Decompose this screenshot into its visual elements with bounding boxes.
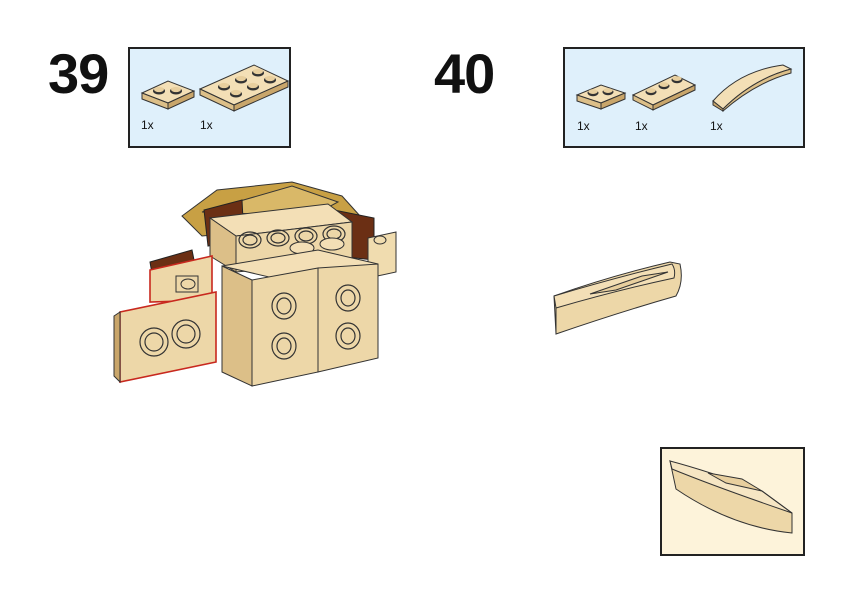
- tan-plate-1x2-icon: [140, 77, 196, 111]
- part-quantity: 1x: [577, 119, 590, 133]
- tan-plate-1x2-icon: [575, 81, 627, 113]
- step-number-39: 39: [48, 42, 109, 105]
- curved-slope-detail-icon: [669, 460, 793, 534]
- step-number-40: 40: [434, 42, 495, 105]
- tan-plate-2x3-icon: [198, 61, 290, 113]
- step-39-assembly-model: [112, 176, 402, 388]
- detail-callout: [660, 447, 805, 556]
- part-quantity: 1x: [635, 119, 648, 133]
- step-40-curved-slope-model: [550, 256, 686, 340]
- parts-list-step-39: 1x 1x: [128, 47, 291, 148]
- parts-list-step-40: 1x 1x 1x: [563, 47, 805, 148]
- part-quantity: 1x: [710, 119, 723, 133]
- part-quantity: 1x: [200, 118, 213, 132]
- tan-plate-1x3-icon: [631, 71, 697, 111]
- tan-curved-slope-1x4-icon: [709, 61, 795, 113]
- part-quantity: 1x: [141, 118, 154, 132]
